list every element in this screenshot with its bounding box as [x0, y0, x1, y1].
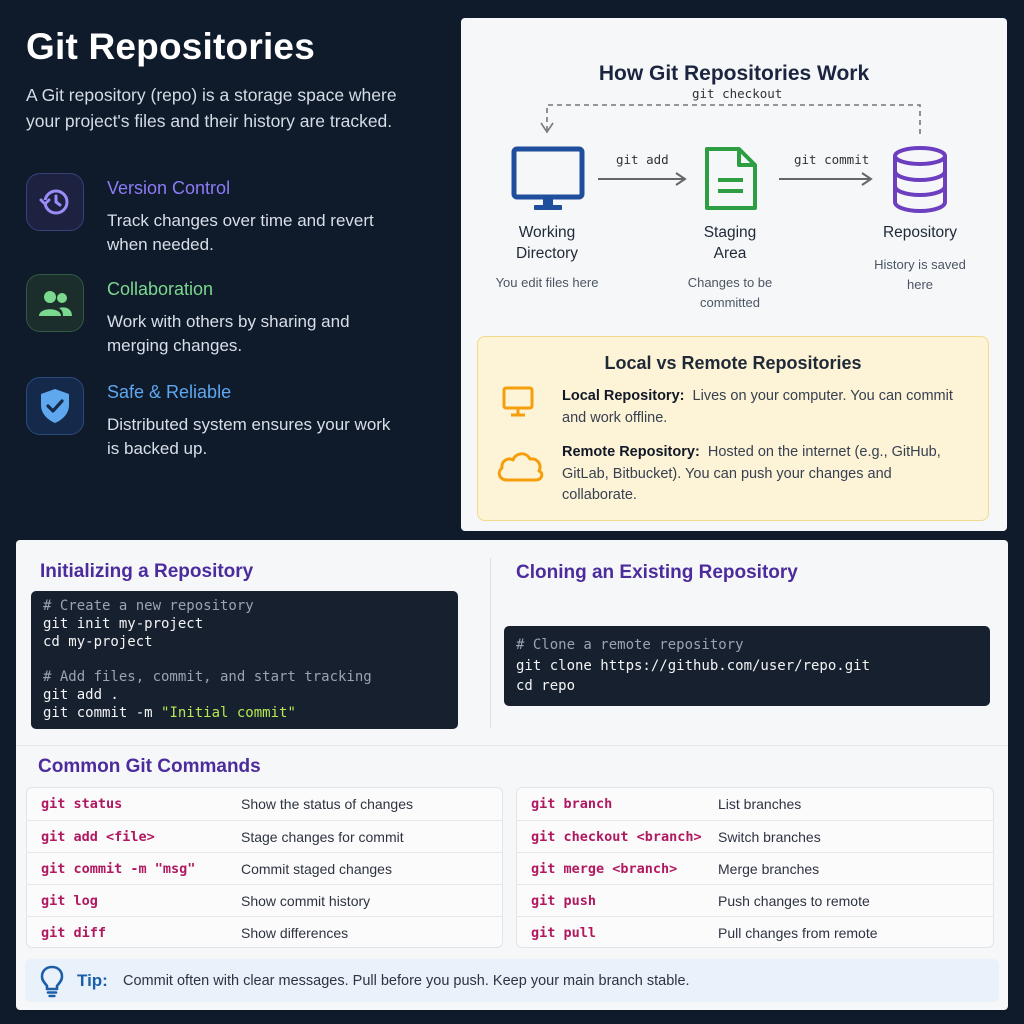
commit-label: git commit: [794, 152, 870, 167]
command-desc: Merge branches: [718, 861, 820, 877]
shield-check-icon: [26, 377, 84, 435]
code-line-prefix: git commit -m: [43, 705, 162, 722]
command-name: git add <file>: [41, 829, 155, 845]
code-line: cd repo: [516, 678, 576, 694]
lightbulb-icon: [40, 965, 64, 998]
table-row: git merge <branch> Merge branches: [517, 852, 993, 884]
feature-safe-reliable: Safe & Reliable Distributed system ensur…: [26, 377, 426, 458]
document-icon: [705, 147, 757, 210]
node-staging-area-desc: Changes to be committed: [687, 275, 773, 310]
checkout-label: git checkout: [692, 86, 783, 101]
init-title: Initializing a Repository: [40, 561, 254, 582]
command-name: git push: [531, 893, 597, 909]
clone-title: Cloning an Existing Repository: [516, 562, 798, 583]
command-name: git merge <branch>: [531, 861, 678, 877]
local-repo-label: Local Repository:: [562, 388, 685, 404]
users-icon: [26, 274, 84, 332]
table-row: git log Show commit history: [27, 884, 502, 916]
commands-table-left: git status Show the status of changes gi…: [26, 787, 503, 948]
command-name: git commit -m "msg": [41, 861, 196, 877]
node-working-directory-desc: You edit files here: [495, 275, 599, 290]
command-desc: Show differences: [241, 925, 349, 941]
code-comment: # Add files, commit, and start tracking: [43, 668, 372, 685]
code-comment: # Create a new repository: [43, 598, 254, 614]
feature-title: Safe & Reliable: [107, 382, 232, 402]
table-row: git checkout <branch> Switch branches: [517, 820, 993, 852]
code-comment: # Clone a remote repository: [516, 637, 744, 653]
code-line: git add .: [43, 686, 119, 703]
feature-collaboration: Collaboration Work with others by sharin…: [26, 274, 426, 355]
feature-desc: Work with others by sharing and merging …: [107, 312, 350, 355]
clone-code-block: # Clone a remote repository git clone ht…: [504, 626, 990, 706]
init-code-block: # Create a new repository git init my-pr…: [31, 591, 458, 729]
command-name: git status: [41, 796, 123, 812]
local-repo-desc: Lives on your computer. You can commit a…: [562, 388, 953, 426]
remote-repo-text: Remote Repository: Hosted on the interne…: [562, 442, 962, 507]
commands-table-right: git branch List branches git checkout <b…: [516, 787, 994, 948]
code-line: git commit -m "Initial commit": [43, 704, 446, 722]
section-divider: [490, 558, 491, 728]
command-desc: List branches: [718, 796, 802, 812]
command-name: git branch: [531, 796, 613, 812]
remote-repo-label: Remote Repository:: [562, 444, 700, 460]
feature-version-control: Version Control Track changes over time …: [26, 173, 426, 254]
command-desc: Switch branches: [718, 829, 821, 845]
table-row: git push Push changes to remote: [517, 884, 993, 916]
add-label: git add: [616, 152, 669, 167]
command-desc: Pull changes from remote: [718, 925, 878, 941]
feature-desc: Distributed system ensures your work is …: [107, 415, 391, 458]
command-name: git checkout <branch>: [531, 829, 702, 845]
tip-label: Tip:: [77, 971, 108, 990]
local-vs-remote-box: Local vs Remote Repositories Local Repos…: [477, 336, 989, 521]
feature-title: Collaboration: [107, 279, 214, 299]
table-row: git add <file> Stage changes for commit: [27, 820, 502, 852]
table-row: git diff Show differences: [27, 916, 502, 948]
command-desc: Show commit history: [241, 893, 371, 909]
code-line: git init my-project: [43, 616, 204, 633]
workflow-card: How Git Repositories Work git checkout g…: [461, 18, 1007, 531]
history-icon: [26, 173, 84, 231]
commands-card: Initializing a Repository # Create a new…: [16, 540, 1008, 1010]
command-name: git log: [41, 893, 98, 909]
command-name: git pull: [531, 925, 597, 941]
node-repository: Repository: [882, 224, 958, 241]
intro: Git Repositories A Git repository (repo)…: [26, 26, 426, 134]
code-line: cd my-project: [43, 634, 153, 651]
node-staging-area: Staging Area: [703, 224, 757, 262]
node-repository-desc: History is saved here: [874, 257, 966, 292]
feature-title: Version Control: [107, 178, 231, 198]
remote-repo-desc: Hosted on the internet (e.g., GitHub, Gi…: [562, 444, 941, 503]
commands-title: Common Git Commands: [38, 756, 261, 777]
table-row: git pull Pull changes from remote: [517, 916, 993, 948]
node-working-directory: Working Directory: [515, 224, 578, 262]
cloud-icon: [497, 452, 544, 482]
monitor-icon: [511, 146, 585, 210]
tip-banner: Tip: Commit often with clear messages. P…: [25, 959, 999, 1002]
code-string: "Initial commit": [161, 705, 296, 722]
workflow-arrows: [540, 104, 921, 186]
feature-desc: Track changes over time and revert when …: [107, 211, 374, 254]
command-desc: Commit staged changes: [241, 861, 392, 877]
command-name: git diff: [41, 925, 107, 941]
database-icon: [893, 146, 947, 214]
table-row: git commit -m "msg" Commit staged change…: [27, 852, 502, 884]
command-desc: Push changes to remote: [718, 893, 870, 909]
table-row: git status Show the status of changes: [27, 788, 502, 820]
command-desc: Show the status of changes: [241, 796, 413, 812]
tip-text: Commit often with clear messages. Pull b…: [123, 973, 690, 989]
monitor-small-icon: [502, 386, 534, 417]
workflow-title: How Git Repositories Work: [598, 62, 870, 85]
command-desc: Stage changes for commit: [241, 829, 404, 845]
table-row: git branch List branches: [517, 788, 993, 820]
page-title: Git Repositories: [26, 26, 315, 67]
code-line: git clone https://github.com/user/repo.g…: [516, 657, 871, 674]
intro-lead: A Git repository (repo) is a storage spa…: [26, 85, 397, 131]
local-remote-title: Local vs Remote Repositories: [604, 353, 862, 373]
local-repo-text: Local Repository: Lives on your computer…: [562, 386, 962, 429]
horizontal-divider: [16, 745, 1008, 746]
